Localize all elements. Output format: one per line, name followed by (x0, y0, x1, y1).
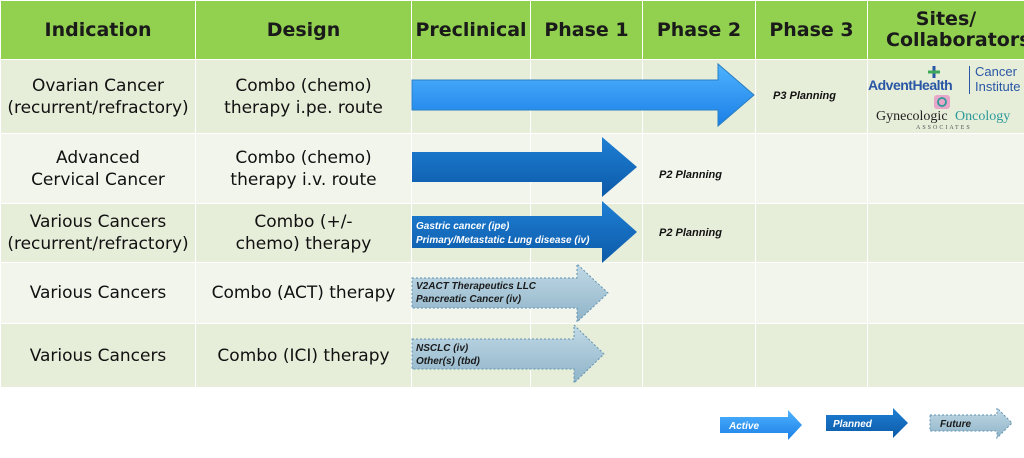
header-sites-collaborators: Sites/ Collaborators (867, 0, 1024, 60)
legend-future-arrow (929, 406, 1013, 440)
stage-cell (530, 203, 643, 263)
cancer-institute-line-2: Institute (975, 79, 1021, 94)
collaborators-cell (867, 203, 1024, 263)
design-cell: Combo (ICI) therapy (195, 323, 412, 388)
legend: Active Planned Future (720, 406, 1013, 440)
stage-cell (755, 133, 868, 204)
indication-cell: Advanced Cervical Cancer (0, 133, 196, 204)
stage-cell (530, 262, 643, 324)
gyn-name-part-2: Oncology (955, 109, 1011, 124)
gyn-mark-icon (934, 95, 950, 109)
adventhealth-logo: AdventHealth Cancer Institute (868, 63, 1024, 97)
header-phase-3: Phase 3 (755, 0, 868, 60)
adventhealth-name: AdventHealth (868, 77, 953, 93)
legend-planned-label: Planned (833, 419, 873, 430)
gyn-name-part-1: Gynecologic (876, 109, 948, 124)
header-design: Design (195, 0, 412, 60)
indication-cell: Various Cancers (recurrent/refractory) (0, 203, 196, 263)
table-row: Various Cancers Combo (ACT) therapy (0, 262, 1024, 324)
collaborators-cell (867, 133, 1024, 204)
legend-planned-arrow (826, 408, 908, 438)
pipeline-table: Indication Design Preclinical Phase 1 Ph… (0, 0, 1024, 388)
header-row: Indication Design Preclinical Phase 1 Ph… (0, 0, 1024, 60)
gyn-subtitle: ASSOCIATES (916, 125, 972, 131)
indication-cell: Various Cancers (0, 262, 196, 324)
stage-cell (755, 262, 868, 324)
header-phase-2: Phase 2 (642, 0, 756, 60)
table-row: Various Cancers Combo (ICI) therapy (0, 323, 1024, 388)
header-preclinical: Preclinical (411, 0, 531, 60)
stage-cell (755, 323, 868, 388)
stage-cell (411, 323, 531, 388)
table-row: Advanced Cervical Cancer Combo (chemo) t… (0, 133, 1024, 204)
gynecologic-oncology-logo: Gynecologic Oncology ASSOCIATES (876, 95, 1018, 135)
stage-cell (642, 262, 756, 324)
stage-cell (642, 323, 756, 388)
design-cell: Combo (ACT) therapy (195, 262, 412, 324)
design-cell: Combo (chemo) therapy i.pe. route (195, 59, 412, 134)
stage-cell (411, 133, 531, 204)
legend-active-label: Active (728, 421, 759, 432)
collaborators-cell (867, 262, 1024, 324)
stage-cell (411, 203, 531, 263)
legend-active-arrow (720, 410, 802, 440)
header-indication: Indication (0, 0, 196, 60)
header-phase-1: Phase 1 (530, 0, 643, 60)
indication-cell: Ovarian Cancer (recurrent/refractory) (0, 59, 196, 134)
logo-divider (969, 66, 970, 94)
cancer-institute-line-1: Cancer (975, 64, 1017, 79)
indication-cell: Various Cancers (0, 323, 196, 388)
design-cell: Combo (chemo) therapy i.v. route (195, 133, 412, 204)
stage-cell (411, 262, 531, 324)
stage-cell (642, 59, 756, 134)
stage-cell (530, 59, 643, 134)
stage-cell (530, 133, 643, 204)
adventhealth-mark-icon (928, 65, 940, 78)
stage-cell (755, 59, 868, 134)
table-row: Various Cancers (recurrent/refractory) C… (0, 203, 1024, 263)
stage-cell (642, 133, 756, 204)
stage-cell (411, 59, 531, 134)
legend-future-label: Future (940, 419, 972, 430)
collaborators-cell (867, 323, 1024, 388)
design-cell: Combo (+/- chemo) therapy (195, 203, 412, 263)
stage-cell (642, 203, 756, 263)
stage-cell (530, 323, 643, 388)
stage-cell (755, 203, 868, 263)
